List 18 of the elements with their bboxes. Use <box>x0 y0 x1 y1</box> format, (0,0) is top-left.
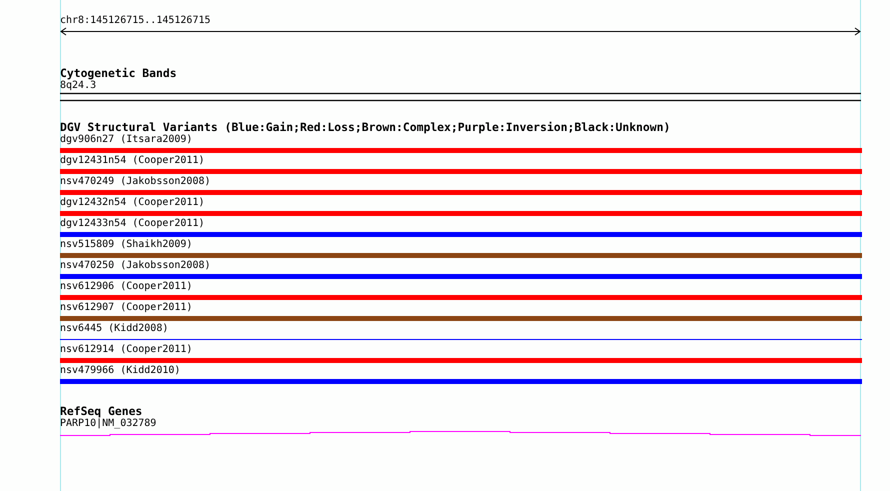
variant-name: nsv470250 (Jakobsson2008) <box>60 260 211 272</box>
variant-name: dgv906n27 (Itsara2009) <box>60 134 192 146</box>
coordinate-range: chr8:145126715..145126715 <box>60 15 211 27</box>
variant-name: dgv12432n54 (Cooper2011) <box>60 197 204 209</box>
gene-name: PARP10|NM_032789 <box>60 418 156 430</box>
variant-name: nsv612907 (Cooper2011) <box>60 302 192 314</box>
variant-name: nsv479966 (Kidd2010) <box>60 365 180 377</box>
track-title: DGV Structural Variants (Blue:Gain;Red:Loss;Brown:Complex;Purple:Inversion;Black:Unknown) <box>60 121 670 134</box>
variant-name: nsv612906 (Cooper2011) <box>60 281 192 293</box>
variant-name: dgv12433n54 (Cooper2011) <box>60 218 204 230</box>
track-title: Cytogenetic Bands <box>60 67 177 80</box>
variant-name: nsv470249 (Jakobsson2008) <box>60 176 211 188</box>
variant-name: nsv515809 (Shaikh2009) <box>60 239 192 251</box>
variant-name: nsv6445 (Kidd2008) <box>60 323 168 335</box>
variant-name: nsv612914 (Cooper2011) <box>60 344 192 356</box>
band-name: 8q24.3 <box>60 80 96 92</box>
variant-name: dgv12431n54 (Cooper2011) <box>60 155 204 167</box>
track-title: RefSeq Genes <box>60 405 142 418</box>
